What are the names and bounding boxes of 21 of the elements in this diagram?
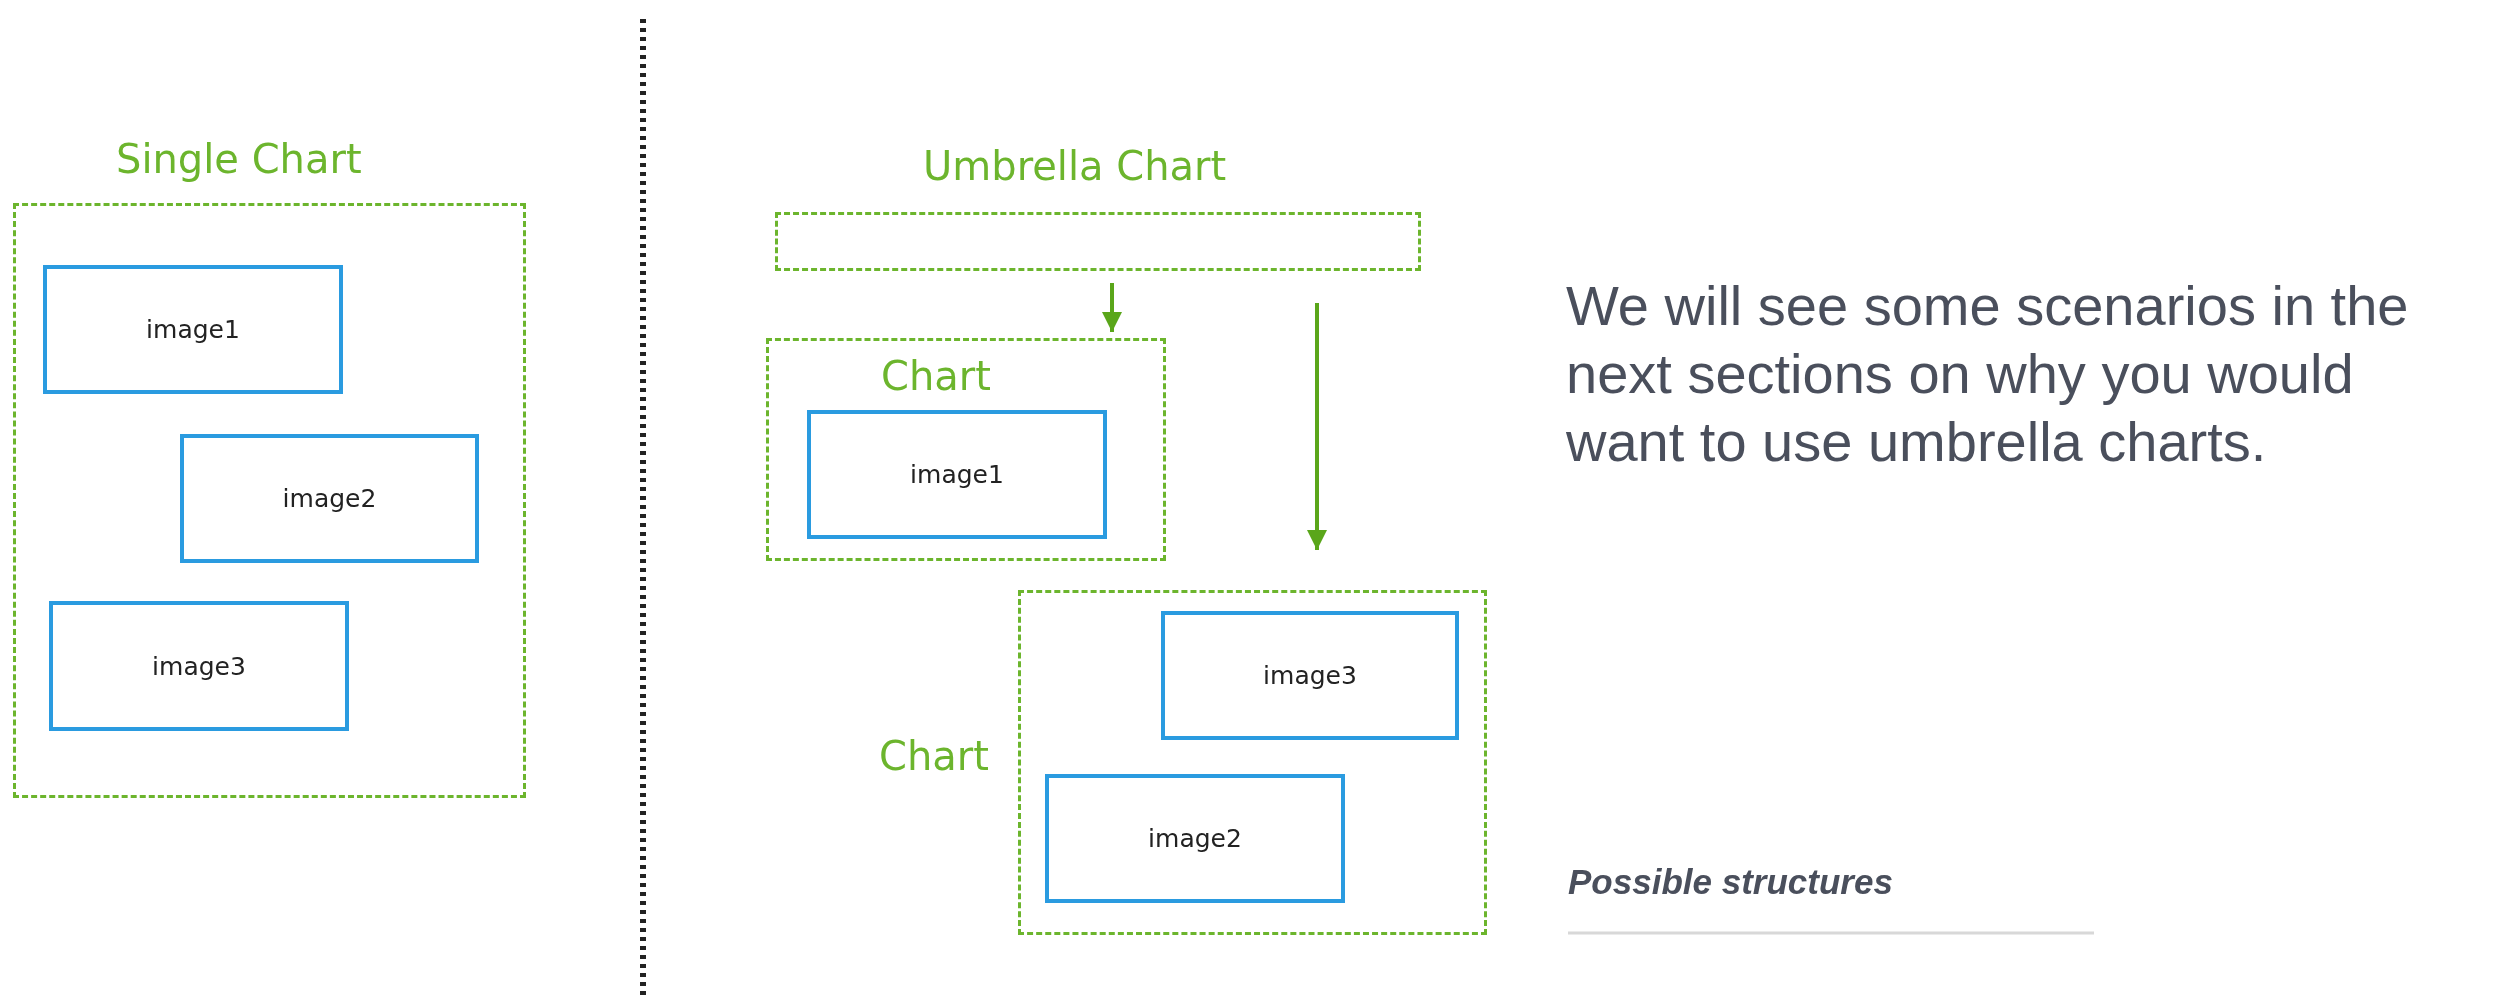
image-label: image1 xyxy=(146,315,240,344)
image-label: image2 xyxy=(282,484,377,513)
image-box xyxy=(49,601,349,731)
image-label: image3 xyxy=(1263,661,1357,690)
image-label: image2 xyxy=(1148,824,1242,853)
chart-heading: Chart xyxy=(881,353,991,399)
arrow xyxy=(1102,283,1122,332)
image-box xyxy=(1161,611,1459,740)
image-box xyxy=(43,265,343,394)
image-label: image3 xyxy=(152,651,246,681)
caption: Possible structures xyxy=(1568,862,1893,902)
chart-heading: Single Chart xyxy=(116,136,362,182)
image-box xyxy=(807,410,1107,539)
image-box xyxy=(1045,774,1345,903)
description-paragraph: We will see some scenarios in the next sections on why you would want to use umbrella charts. xyxy=(1566,273,2410,475)
chart-heading: Chart xyxy=(879,733,989,779)
dashed-chart-box xyxy=(766,338,1166,561)
chart-heading: Umbrella Chart xyxy=(923,143,1227,189)
image-label: image1 xyxy=(910,460,1004,489)
arrow xyxy=(1307,303,1327,550)
image-box xyxy=(180,434,479,563)
